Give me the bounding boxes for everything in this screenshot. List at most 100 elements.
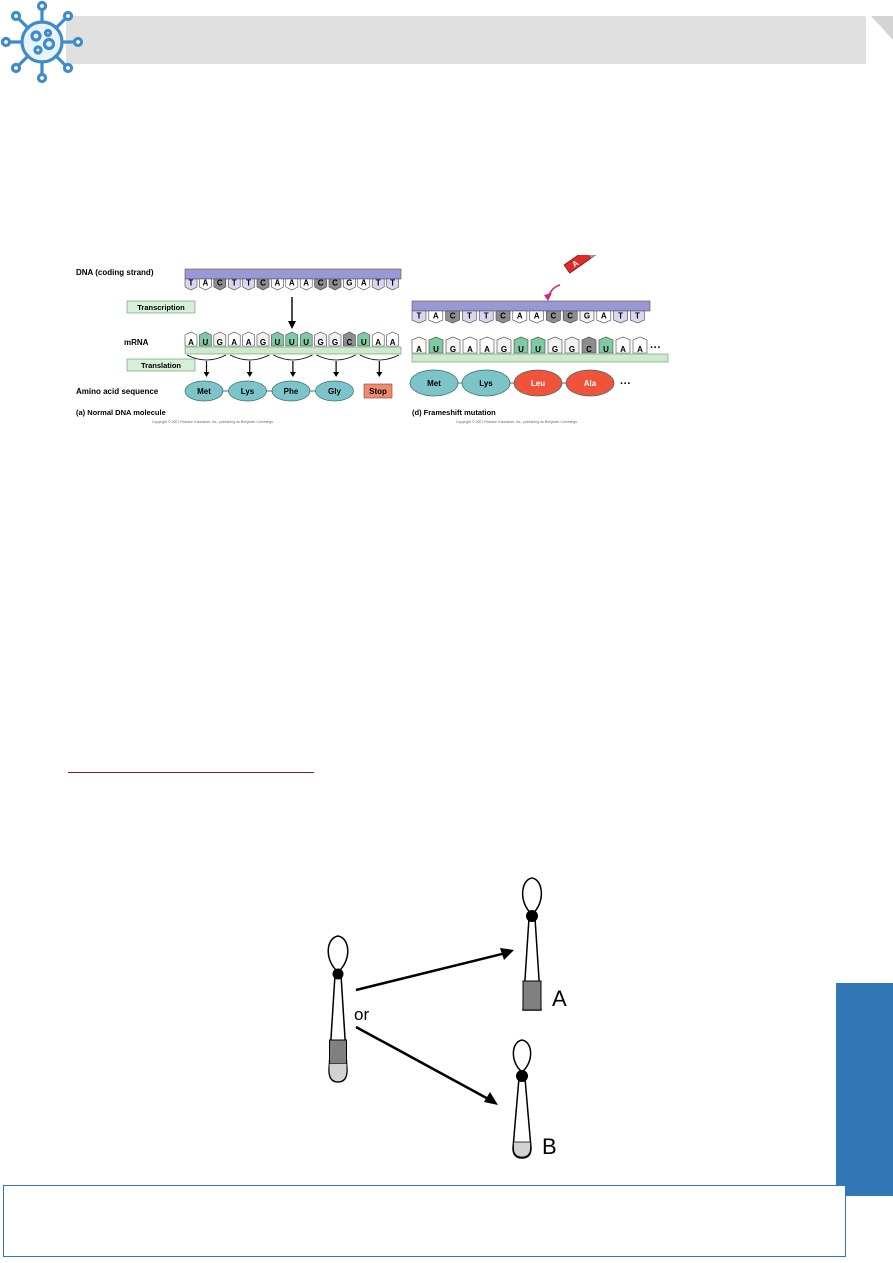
virus-icon <box>0 0 84 84</box>
mrna-base-letter: U <box>289 338 295 347</box>
frameshift-copyright: Copyright © 2007 Pearson Education, Inc.… <box>456 420 578 424</box>
header-bar <box>66 16 866 64</box>
amino-acid-label: Met <box>197 387 211 396</box>
amino-acid-label: Gly <box>328 387 341 396</box>
inserted-base: A <box>563 255 603 274</box>
dna-base-tile <box>613 310 628 324</box>
mrna-base-tile <box>632 336 648 354</box>
mrna-base-letter: A <box>637 345 643 354</box>
mrna-base-letter: A <box>188 338 194 347</box>
mrna-base-tile <box>213 331 227 347</box>
mrna-base-letter: A <box>231 338 237 347</box>
dna-base-tile <box>579 310 595 324</box>
dna-base-tile <box>285 278 299 291</box>
page-corner-fold <box>863 0 893 40</box>
codon-bracket <box>359 354 399 361</box>
dna-base-tile <box>630 310 645 324</box>
mrna-base-letter: G <box>260 338 266 347</box>
mrna-base-letter: U <box>518 345 524 354</box>
mrna-base-tile <box>371 331 385 347</box>
dna-base-letter: C <box>450 312 456 321</box>
dna-base-tile <box>184 278 198 291</box>
mrna-base-tile <box>299 331 313 347</box>
dna-base-tile <box>314 278 327 291</box>
dna-base-letter: C <box>318 279 324 288</box>
dna-base-tile <box>512 310 528 324</box>
amino-acid-label: Met <box>427 379 441 388</box>
mrna-base-letter: U <box>433 345 439 354</box>
dna-label: DNA (coding strand) <box>76 268 154 277</box>
translation-label: Translation <box>141 361 181 370</box>
dna-base-letter: T <box>417 312 422 321</box>
codon-arrowhead <box>376 372 383 377</box>
inserted-base-letter: A <box>570 258 580 269</box>
mrna-base-letter: A <box>467 345 473 354</box>
dna-base-tile <box>256 278 270 291</box>
codon-bracket <box>273 354 313 361</box>
amino-acid <box>513 369 563 397</box>
mrna-base-letter: G <box>317 338 323 347</box>
dna-base-letter: T <box>484 312 489 321</box>
mrna-base-letter: G <box>217 338 223 347</box>
mrna-base-tile <box>462 336 478 354</box>
mrna-base-tile <box>227 331 241 347</box>
amino-acid <box>565 369 615 397</box>
amino-acid <box>184 380 224 402</box>
dna-base-letter: A <box>289 279 295 288</box>
mrna-base-letter: A <box>484 345 490 354</box>
dna-base-tile <box>299 278 313 291</box>
mrna-base-tile <box>445 336 461 354</box>
stop-label: Stop <box>369 387 387 396</box>
mrna-base-letter: U <box>361 338 367 347</box>
label-a: A <box>552 986 567 1011</box>
dna-base-letter: T <box>189 279 194 288</box>
dna-base-tile <box>529 310 544 324</box>
dna-base-letter: A <box>517 312 523 321</box>
dna-base-letter: C <box>217 279 223 288</box>
mrna-base-letter: A <box>620 345 626 354</box>
mrna-base-letter: A <box>375 338 381 347</box>
dna-base-letter: C <box>551 312 557 321</box>
chromosome-a <box>521 877 543 1011</box>
amino-acid-label: Lys <box>241 387 255 396</box>
codon-arrows <box>186 354 399 377</box>
dna-base-letter: A <box>361 279 367 288</box>
codon-arrowhead <box>246 372 253 377</box>
normal-caption: (a) Normal DNA molecule <box>76 408 166 417</box>
mrna-base-tile <box>357 331 371 347</box>
dna-base-tile <box>227 278 241 291</box>
normal-copyright: Copyright © 2007 Pearson Education, Inc.… <box>152 420 274 424</box>
mrna-base-tile <box>184 331 198 347</box>
mutation-figure: DNA (coding strand) Transcription mRNA T… <box>76 255 669 424</box>
label-b: B <box>542 1134 557 1159</box>
mrna-base-letter: A <box>246 338 252 347</box>
dna-base-letter: A <box>303 279 309 288</box>
section-heading-underline <box>68 772 314 773</box>
mrna-base-tile <box>386 331 399 347</box>
mrna-ellipsis: ··· <box>650 342 661 354</box>
original-chromosome <box>327 935 349 1083</box>
transcription-label: Transcription <box>137 303 185 312</box>
dna-base-letter: A <box>275 279 281 288</box>
dna-base-letter: T <box>232 279 237 288</box>
mrna-base-tile <box>428 336 444 354</box>
mrna-base-tile <box>256 331 270 347</box>
mrna-base-tile <box>343 331 356 347</box>
footer-box <box>3 1185 846 1257</box>
dna-base-tile <box>199 278 212 291</box>
mrna-base-letter: C <box>347 338 353 347</box>
mrna-base-tile <box>411 336 427 354</box>
mrna-base-letter: G <box>332 338 338 347</box>
dna-base-tile <box>478 310 494 324</box>
dna-base-letter: T <box>390 279 395 288</box>
mrna-base-tile <box>199 331 212 347</box>
mrna-base-letter: A <box>416 345 422 354</box>
dna-base-tile <box>596 310 612 324</box>
dna-base-tile <box>213 278 227 291</box>
or-label: or <box>354 1005 369 1024</box>
mrna-base-tile <box>564 336 580 354</box>
mrna-base-letter: A <box>390 338 396 347</box>
amino-acid <box>228 380 267 402</box>
